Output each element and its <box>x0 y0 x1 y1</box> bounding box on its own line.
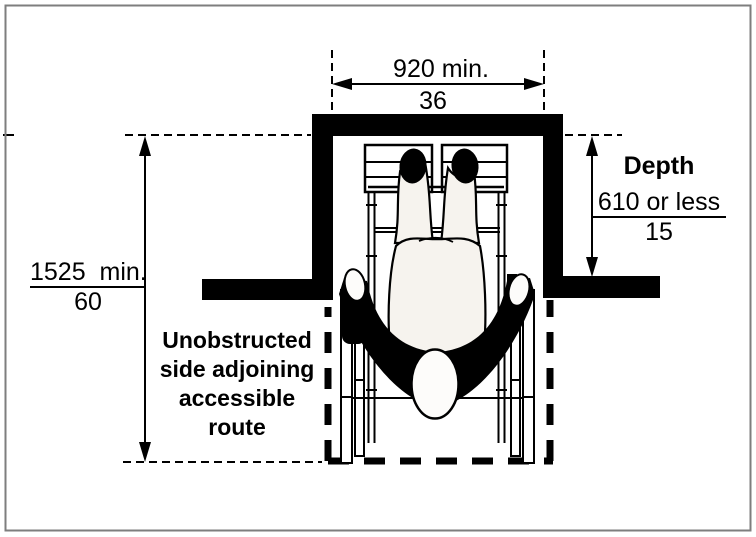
depth-dimension: Depth 610 or less 15 <box>592 153 726 247</box>
adjoining-side-metric-label: 1525 min. <box>30 258 147 288</box>
shoe-left <box>399 148 427 184</box>
depth-title: Depth <box>623 152 695 180</box>
wall-right-return <box>543 276 660 298</box>
lap-fold-line <box>418 236 454 243</box>
wall-right-vertical <box>543 114 563 278</box>
wall-left-return <box>202 279 333 300</box>
arrowhead-up-icon <box>139 136 151 156</box>
hand-left <box>343 268 367 302</box>
clear-width-imperial-label: 36 <box>419 87 447 115</box>
arms <box>339 278 535 408</box>
unobstructed-side-note: Unobstructed side adjoining accessible r… <box>127 326 347 442</box>
arrowhead-up-icon <box>586 136 598 156</box>
wheels <box>340 289 535 464</box>
extension-dashed-lines <box>123 50 622 463</box>
arrowhead-down-icon <box>586 257 598 277</box>
side-dimension-arrow <box>139 136 151 462</box>
wall-top <box>312 114 563 136</box>
note-line: Unobstructed <box>162 327 312 353</box>
shoes <box>399 148 479 184</box>
arrowhead-right-icon <box>524 78 544 90</box>
width-dimension-arrow <box>332 78 544 90</box>
depth-metric-label: 610 or less <box>592 189 726 218</box>
shoe-right <box>451 148 479 184</box>
adjoining-side-dimension: 1525 min. 60 <box>30 258 147 317</box>
legs <box>393 164 481 245</box>
note-line: route <box>208 414 266 440</box>
page-frame <box>4 4 752 532</box>
note-line: side adjoining <box>159 356 315 382</box>
hands <box>343 268 531 307</box>
wall-left-vertical <box>312 114 333 300</box>
clear-width-metric-label: 920 min. <box>393 55 489 83</box>
alcove-walls <box>202 114 660 300</box>
depth-imperial-label: 15 <box>645 218 673 246</box>
head <box>410 348 460 420</box>
adjoining-side-imperial-label: 60 <box>74 288 102 316</box>
arrowhead-down-icon <box>139 442 151 462</box>
clear-floor-space-outline <box>324 300 554 465</box>
hand-right <box>507 273 531 307</box>
arrowhead-left-icon <box>332 78 352 90</box>
footrest-panels <box>363 143 509 194</box>
wheelchair-figure <box>339 143 535 464</box>
depth-dimension-arrow <box>586 136 598 277</box>
note-line: accessible <box>178 385 296 411</box>
